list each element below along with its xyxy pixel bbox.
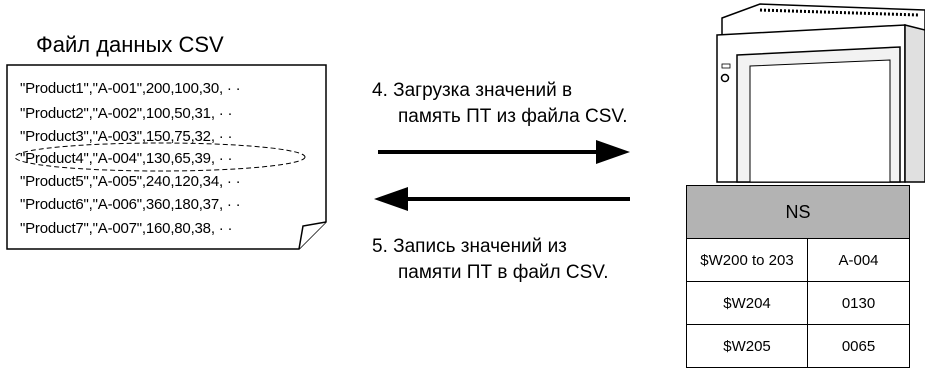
save-step-line-1: 5. Запись значений из xyxy=(372,236,567,257)
csv-line: "Product7","A-007",160,80,38, · · xyxy=(20,220,233,237)
memory-value: 0130 xyxy=(807,281,910,325)
ns-table-header: NS xyxy=(686,185,910,239)
load-step-label: 4. Загрузка значений в память ПТ из файл… xyxy=(372,78,628,130)
table-row: $W205 0065 xyxy=(686,324,910,368)
csv-line: "Product6","A-006",360,180,37, · · xyxy=(20,196,241,213)
load-step-line-2: память ПТ из файла CSV. xyxy=(398,106,628,127)
csv-line: "Product1","A-001",200,100,30, · · xyxy=(20,80,241,97)
csv-line: "Product2","A-002",100,50,31, · · xyxy=(20,105,233,122)
ns-terminal-device xyxy=(716,3,925,183)
highlight-ellipse xyxy=(14,142,306,172)
csv-file-title: Файл данных CSV xyxy=(36,32,224,57)
memory-address: $W204 xyxy=(686,281,808,325)
table-row: $W204 0130 xyxy=(686,281,910,325)
ns-memory-table: NS $W200 to 203 A-004 $W204 0130 $W205 0… xyxy=(686,185,910,368)
table-row: $W200 to 203 A-004 xyxy=(686,238,910,282)
save-step-label: 5. Запись значений из памяти ПТ в файл C… xyxy=(372,234,609,286)
memory-address: $W200 to 203 xyxy=(686,238,808,282)
save-arrow-head xyxy=(374,187,408,211)
csv-line-highlighted: "Product4","A-004",130,65,39, · · xyxy=(20,150,233,167)
memory-value: 0065 xyxy=(807,324,910,368)
memory-address: $W205 xyxy=(686,324,808,368)
csv-file-fold xyxy=(298,221,327,250)
load-arrow-head xyxy=(596,140,630,164)
memory-value: A-004 xyxy=(807,238,910,282)
csv-line: "Product3","A-003",150,75,32, · · xyxy=(20,128,233,145)
save-step-line-2: памяти ПТ в файл CSV. xyxy=(398,262,609,283)
load-step-line-1: 4. Загрузка значений в xyxy=(372,80,573,101)
csv-line: "Product5","A-005",240,120,34, · · xyxy=(20,173,241,190)
